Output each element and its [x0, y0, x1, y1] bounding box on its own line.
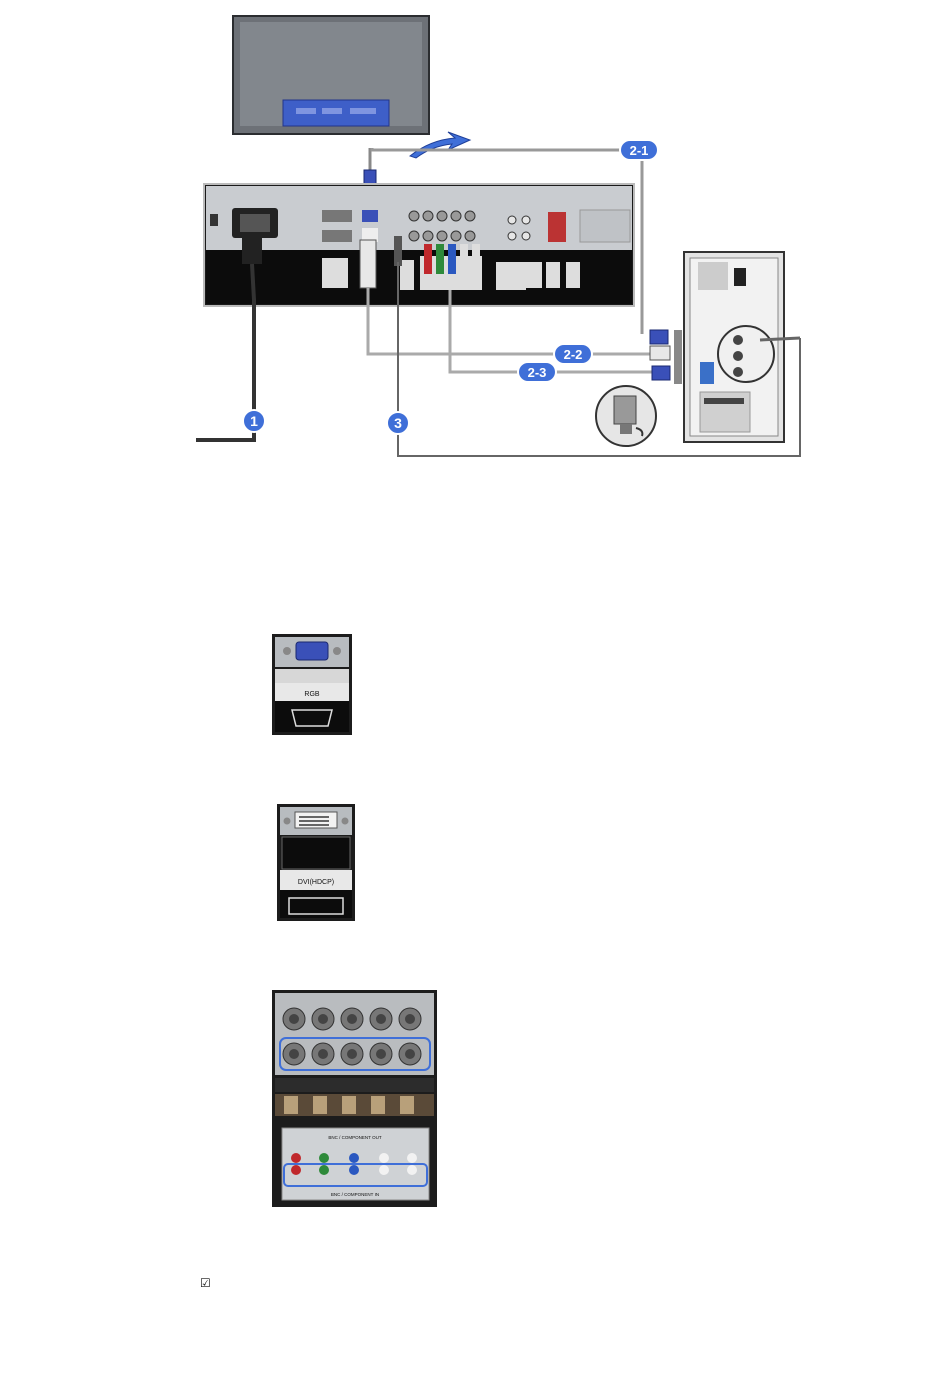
rgb-plug-icon	[364, 148, 376, 184]
rgb-port-panel: RGB	[272, 634, 352, 735]
svg-text:2-3: 2-3	[528, 365, 547, 380]
dvi-port-panel: DVI(HDCP)	[277, 804, 355, 921]
rotate-arrow-icon	[410, 132, 470, 158]
bnc-out-label: BNC / COMPONENT OUT	[328, 1135, 381, 1140]
dvi-label: DVI(HDCP)	[298, 879, 334, 886]
rear-panel	[204, 184, 634, 306]
audio-jack-magnifier	[718, 326, 800, 382]
rgb-label: RGB	[304, 691, 320, 698]
svg-text:2-1: 2-1	[630, 143, 649, 158]
connection-diagram: 1 2-1 2-2 2-3 3	[0, 0, 950, 470]
bnc-in-label: BNC / COMPONENT IN	[331, 1192, 379, 1197]
svg-text:2-2: 2-2	[564, 347, 583, 362]
badge-1: 1	[243, 410, 265, 432]
badge-2-2: 2-2	[554, 344, 592, 364]
screw-magnifier	[596, 386, 656, 446]
badge-2-1: 2-1	[620, 140, 658, 160]
badge-3: 3	[387, 412, 409, 434]
bnc-component-panel: BNC / COMPONENT OUT BNC / COMPONENT IN	[272, 990, 437, 1207]
svg-text:3: 3	[394, 415, 402, 431]
checkbox-icon: ☑	[200, 1276, 211, 1290]
badge-2-3: 2-3	[518, 362, 556, 382]
monitor-back	[233, 16, 429, 134]
svg-text:1: 1	[250, 413, 258, 429]
